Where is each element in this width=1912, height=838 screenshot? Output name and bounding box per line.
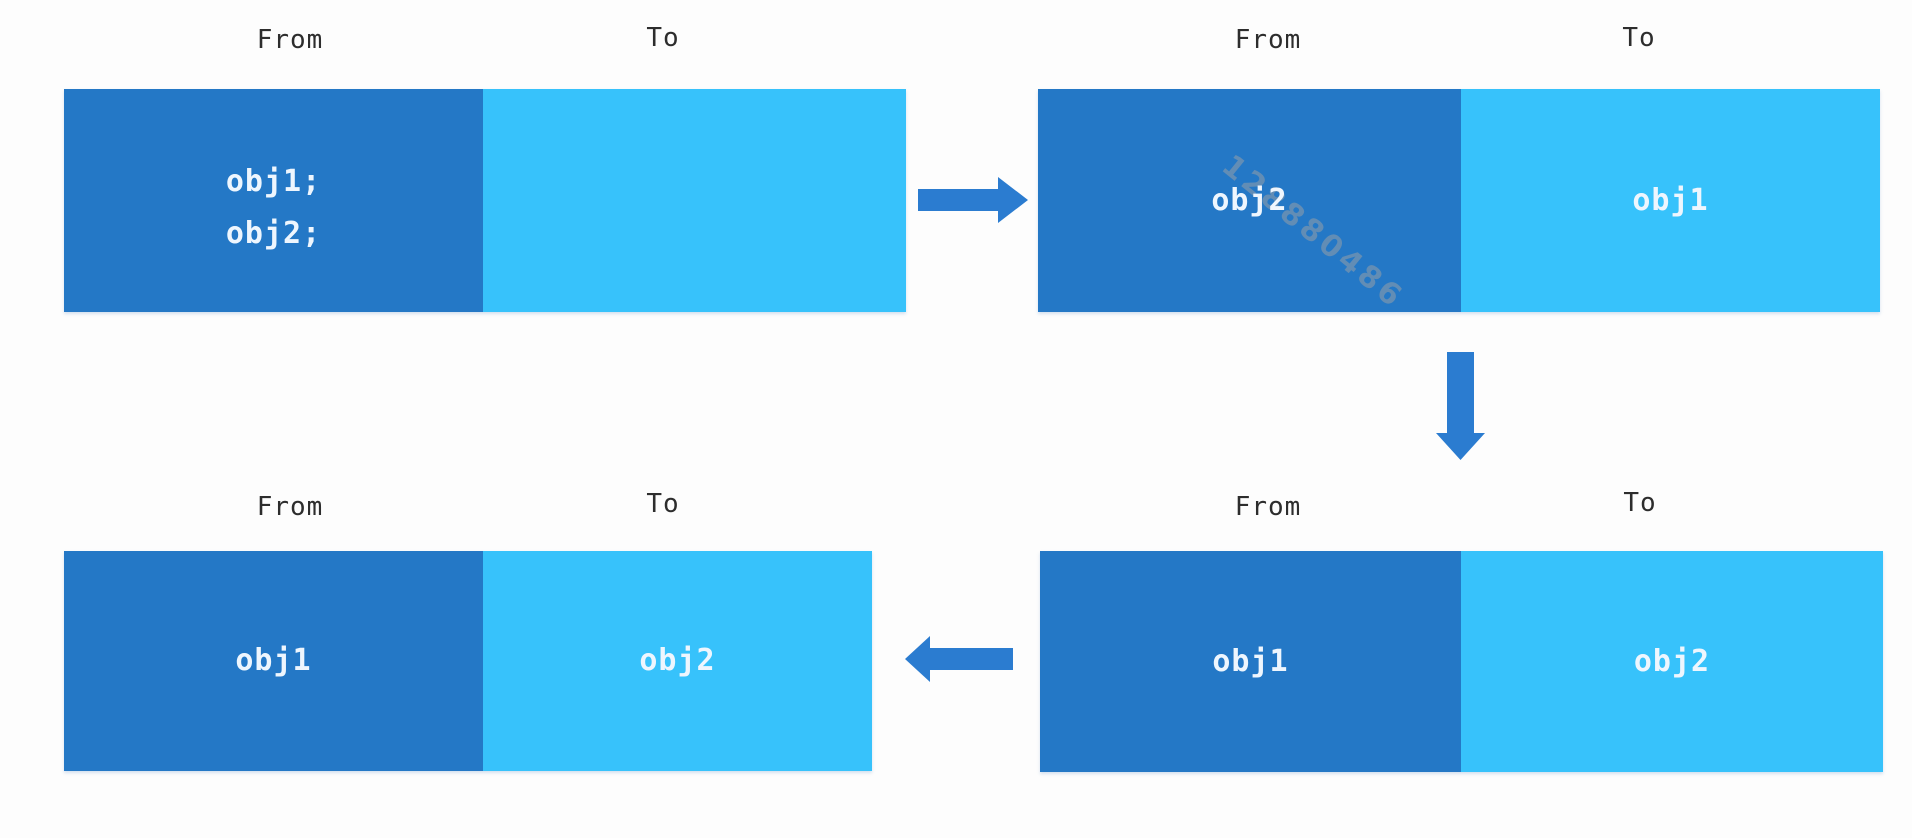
to-box-code: obj2 (1634, 636, 1710, 688)
to-box-code: obj1 (1632, 175, 1708, 227)
from-label: From (1234, 25, 1302, 55)
arrow-left-icon (905, 636, 1013, 682)
code-line: obj2 (639, 643, 716, 678)
memory-boxes-bottom-right: obj1 obj2 (1040, 551, 1883, 772)
code-line: obj1 (235, 643, 312, 678)
from-box: obj1 (64, 551, 483, 771)
memory-boxes-top-right: obj2 obj1 (1038, 89, 1880, 312)
from-label: From (256, 492, 324, 522)
from-label: From (256, 25, 324, 55)
to-box: obj1 (1461, 89, 1880, 312)
to-box: obj2 (1461, 551, 1883, 772)
to-box-code: obj2 (639, 635, 715, 687)
from-box: obj1; obj2; (64, 89, 483, 312)
memory-boxes-bottom-left: obj1 obj2 (64, 551, 872, 771)
to-box: obj2 (483, 551, 872, 771)
to-label: To (646, 489, 680, 519)
from-box-code: obj1 (235, 635, 311, 687)
code-line: obj2; (225, 215, 322, 251)
from-box-code: obj1 (1212, 636, 1288, 688)
to-label: To (646, 23, 680, 53)
from-box-code: obj1; obj2; (226, 156, 321, 260)
arrow-down-icon (1436, 352, 1485, 460)
arrow-right-icon (918, 177, 1028, 223)
code-line: obj2 (1633, 643, 1711, 679)
code-line: obj1 (1632, 182, 1709, 218)
to-label: To (1623, 488, 1657, 518)
to-label: To (1622, 23, 1656, 53)
memory-boxes-top-left: obj1; obj2; (64, 89, 906, 312)
from-box: obj2 (1038, 89, 1461, 312)
code-line: obj1 (1212, 643, 1289, 679)
code-line: obj2 (1211, 182, 1288, 218)
to-box (483, 89, 906, 312)
from-box-code: obj2 (1211, 175, 1287, 227)
from-box: obj1 (1040, 551, 1461, 772)
from-label: From (1234, 492, 1302, 522)
code-line: obj1; (225, 163, 322, 199)
